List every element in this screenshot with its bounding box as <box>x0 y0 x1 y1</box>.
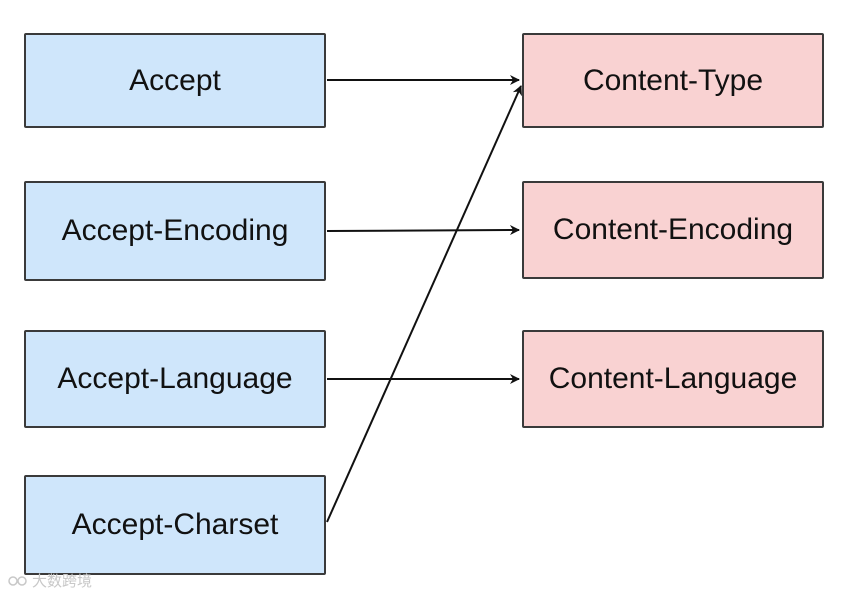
node-content-language: Content-Language <box>522 330 824 428</box>
node-label: Accept <box>129 63 221 97</box>
node-label: Content-Language <box>548 362 798 395</box>
node-label: Accept-Encoding <box>61 214 289 247</box>
watermark-logo-icon <box>8 575 27 586</box>
edge-accept-encoding-to-content-encoding <box>326 225 520 236</box>
node-content-encoding: Content-Encoding <box>522 181 824 279</box>
edge-accept-charset-to-content-type <box>326 85 522 523</box>
node-accept-language: Accept-Language <box>24 330 326 428</box>
node-label: Accept-Charset <box>71 508 279 541</box>
node-accept-charset: Accept-Charset <box>24 475 326 575</box>
node-accept: Accept <box>24 33 326 128</box>
watermark-text: 大数跨境 <box>32 573 93 590</box>
node-content-type: Content-Type <box>522 33 824 128</box>
node-label: Accept-Language <box>57 362 293 395</box>
node-label: Content-Type <box>582 63 764 97</box>
node-accept-encoding: Accept-Encoding <box>24 181 326 281</box>
node-label: Content-Encoding <box>552 213 794 246</box>
watermark: 大数跨境 <box>8 570 92 591</box>
